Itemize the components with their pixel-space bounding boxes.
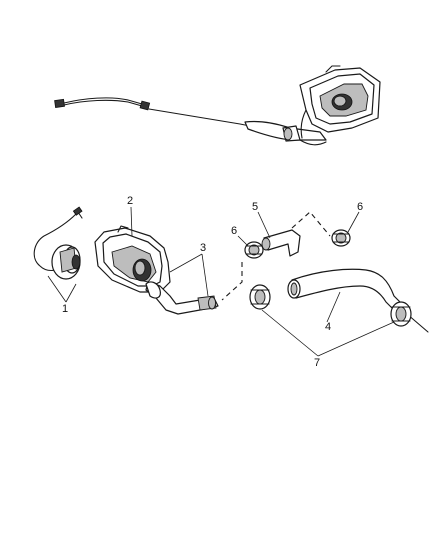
clamp-7-right [390, 301, 412, 327]
callout-4: 4 [325, 321, 331, 333]
top-filler-tube [244, 120, 327, 146]
part-7-large-clamps [249, 284, 412, 327]
callout-5: 5 [252, 201, 258, 213]
callout-7: 7 [314, 357, 320, 369]
callout-labels: 1 2 3 4 5 6 6 7 [62, 195, 363, 369]
part-6-clamps [244, 229, 351, 259]
callout-3: 3 [200, 242, 206, 254]
top-assembly [54, 65, 381, 146]
clamp-6-right [331, 229, 351, 247]
callout-2: 2 [127, 195, 133, 207]
part-1-fuel-cap [33, 206, 83, 280]
part-2-housing [94, 225, 171, 293]
callout-6-left: 6 [231, 225, 237, 237]
callout-6-right: 6 [357, 201, 363, 213]
top-fuel-door-housing [299, 65, 381, 139]
callout-1: 1 [62, 303, 68, 315]
part-3-filler-tube [145, 281, 219, 315]
clamp-6-left [244, 241, 264, 259]
leader-lines [47, 206, 395, 357]
clamp-7-left [249, 284, 271, 310]
